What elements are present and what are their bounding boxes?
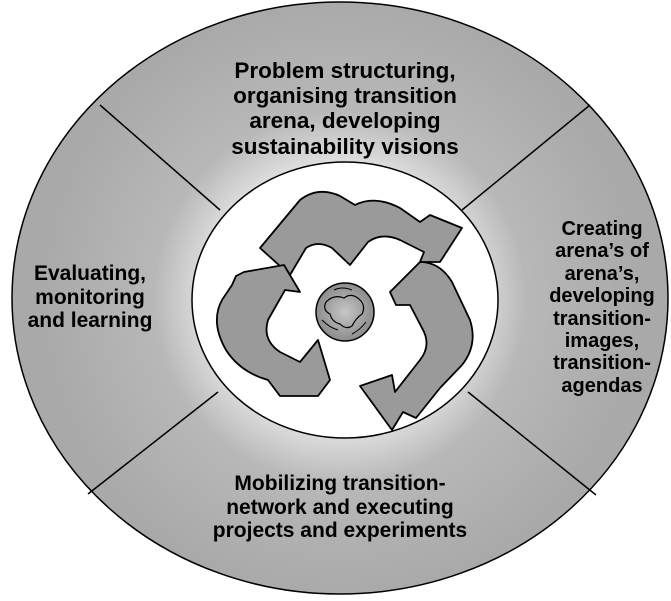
divider-top-left (99, 104, 221, 211)
recycle-arrow-right (359, 261, 474, 431)
divider-bottom-left (87, 391, 219, 495)
quadrant-dividers (87, 104, 597, 496)
quadrant-left-label: Evaluating, monitoring and learning (27, 262, 153, 333)
recycle-icon (216, 190, 474, 431)
divider-top-right (461, 104, 591, 211)
recycle-arrow-left (216, 264, 331, 397)
globe-icon (315, 282, 375, 342)
recycle-arrow-top (259, 190, 463, 276)
quadrant-bottom-label: Mobilizing transition- network and execu… (212, 472, 468, 543)
divider-bottom-right (467, 391, 597, 496)
quadrant-right-label: Creating arena’s of arena’s, developing … (549, 218, 655, 397)
quadrant-top-label: Problem structuring, organising transiti… (231, 58, 459, 159)
